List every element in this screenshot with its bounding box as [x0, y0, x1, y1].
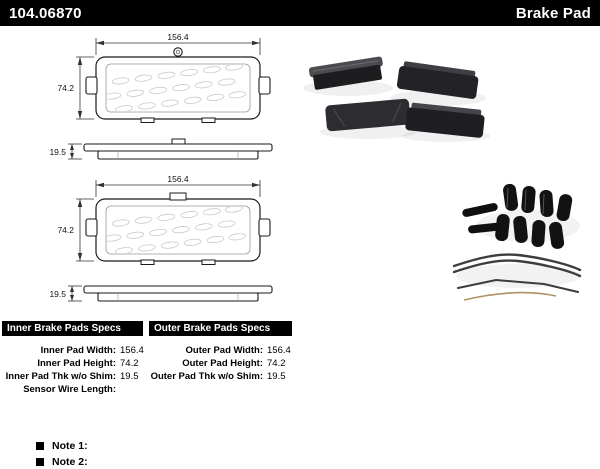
spec-label: Outer Pad Height: — [182, 358, 263, 369]
spec-label: Outer Pad Width: — [185, 345, 264, 356]
spec-label: Inner Pad Thk w/o Shim: — [5, 371, 116, 382]
pad-photo-top-right — [396, 61, 479, 99]
outer-pad-technical-drawing: 156.4 74.2 19.5 — [49, 174, 273, 302]
bushing-highlights — [506, 187, 545, 215]
table-row: Inner Pad Thk w/o Shim: 19.5 — [2, 370, 149, 383]
inner-pad-height-dimension: 74.2 — [57, 83, 74, 93]
table-row: Sensor Wire Length: — [2, 383, 149, 396]
product-name: Brake Pad — [515, 4, 591, 22]
note-row: Note 2: — [36, 454, 88, 469]
inner-pad-front-view — [86, 57, 270, 123]
pad-photo-bottom-left — [325, 98, 411, 132]
inner-pad-side-view — [83, 143, 273, 160]
table-row: Outer Pad Height: 74.2 — [149, 357, 299, 370]
specs-section: Inner Brake Pads Specs Outer Brake Pads … — [2, 321, 304, 396]
inner-specs-table: Inner Pad Width: 156.4 Inner Pad Height:… — [2, 344, 149, 396]
note-bullet-square — [36, 442, 44, 450]
header-bar: 104.06870 Brake Pad — [0, 0, 600, 26]
table-row: Inner Pad Width: 156.4 — [2, 344, 149, 357]
note-label: Note 2: — [52, 456, 88, 468]
spec-value: 74.2 — [267, 358, 286, 369]
note-row: Note 1: — [36, 438, 88, 454]
sensor-wire-eyelet — [173, 47, 183, 57]
outer-pad-height-dimension: 74.2 — [57, 225, 74, 235]
spec-value: 156.4 — [267, 345, 291, 356]
spec-label: Sensor Wire Length: — [23, 384, 116, 395]
spec-value: 74.2 — [120, 358, 139, 369]
outer-pad-thickness-dimension: 19.5 — [49, 289, 66, 299]
side-view-sensor-tab — [171, 138, 186, 145]
inner-specs-header: Inner Brake Pads Specs — [2, 321, 143, 336]
brake-pads-photo — [303, 56, 490, 142]
hardware-kit-photo — [452, 183, 582, 301]
outer-specs-table: Outer Pad Width: 156.4 Outer Pad Height:… — [149, 344, 299, 396]
guide-pins — [462, 203, 502, 234]
brass-wire-pin — [463, 291, 557, 301]
outer-pad-width-dimension: 156.4 — [167, 174, 189, 184]
pad-photo-top-left — [308, 56, 383, 90]
inner-pad-thickness-dimension: 19.5 — [49, 147, 66, 157]
outer-pad-side-view — [83, 285, 273, 302]
spec-label: Inner Pad Height: — [37, 358, 116, 369]
spec-label: Inner Pad Width: — [40, 345, 116, 356]
spec-label: Outer Pad Thk w/o Shim: — [150, 371, 263, 382]
table-row: Inner Pad Height: 74.2 — [2, 357, 149, 370]
outer-pad-front-view — [86, 199, 270, 265]
sensor-wire-eyelet-hole — [175, 49, 181, 55]
table-row: Outer Pad Thk w/o Shim: 19.5 — [149, 370, 299, 383]
inner-pad-technical-drawing: 156.4 74.2 19.5 — [49, 32, 273, 160]
outer-specs-header: Outer Brake Pads Specs — [149, 321, 292, 336]
pad-photo-bottom-right — [405, 102, 485, 138]
spec-value: 19.5 — [120, 371, 139, 382]
note-label: Note 1: — [52, 440, 88, 452]
notes-section: Note 1: Note 2: — [36, 438, 88, 469]
spec-value: 19.5 — [267, 371, 286, 382]
spec-value: 156.4 — [120, 345, 144, 356]
top-shim-tab — [169, 192, 187, 201]
note-bullet-square — [36, 458, 44, 466]
part-number: 104.06870 — [9, 4, 82, 22]
abutment-spring-clips — [452, 253, 582, 293]
inner-pad-width-dimension: 156.4 — [167, 32, 189, 42]
table-row: Outer Pad Width: 156.4 — [149, 344, 299, 357]
